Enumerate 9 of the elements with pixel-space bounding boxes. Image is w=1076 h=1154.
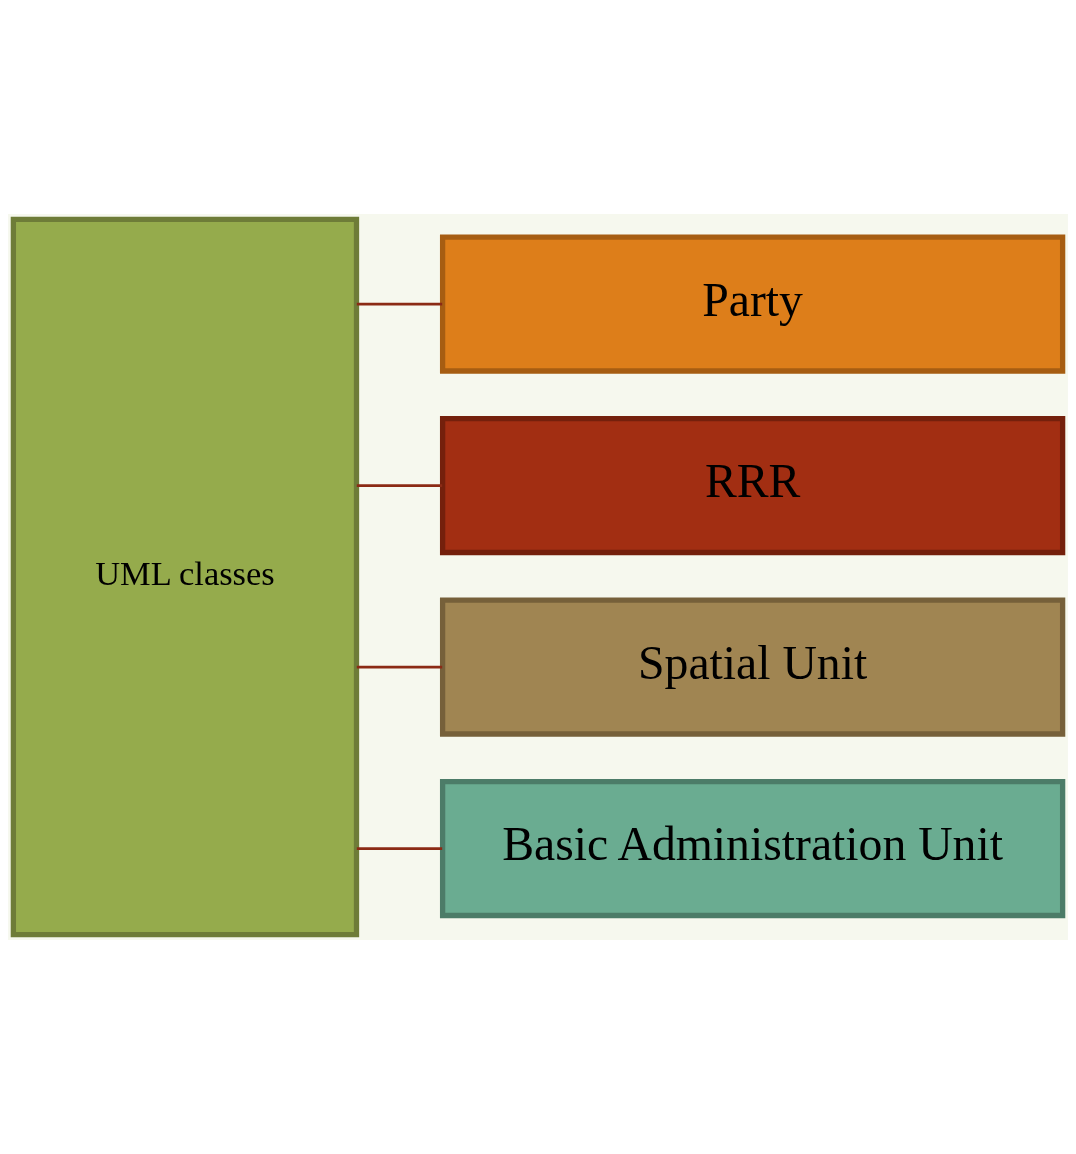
connector — [356, 484, 443, 487]
node-box: Spatial Unit — [439, 597, 1066, 737]
node-box: RRR — [439, 416, 1066, 556]
connector — [356, 847, 443, 850]
node-box: Party — [439, 234, 1066, 374]
node-box: UML classes — [10, 216, 360, 938]
connector — [356, 302, 443, 306]
connector — [356, 665, 443, 669]
node-box: Basic Administration Unit — [439, 779, 1066, 919]
